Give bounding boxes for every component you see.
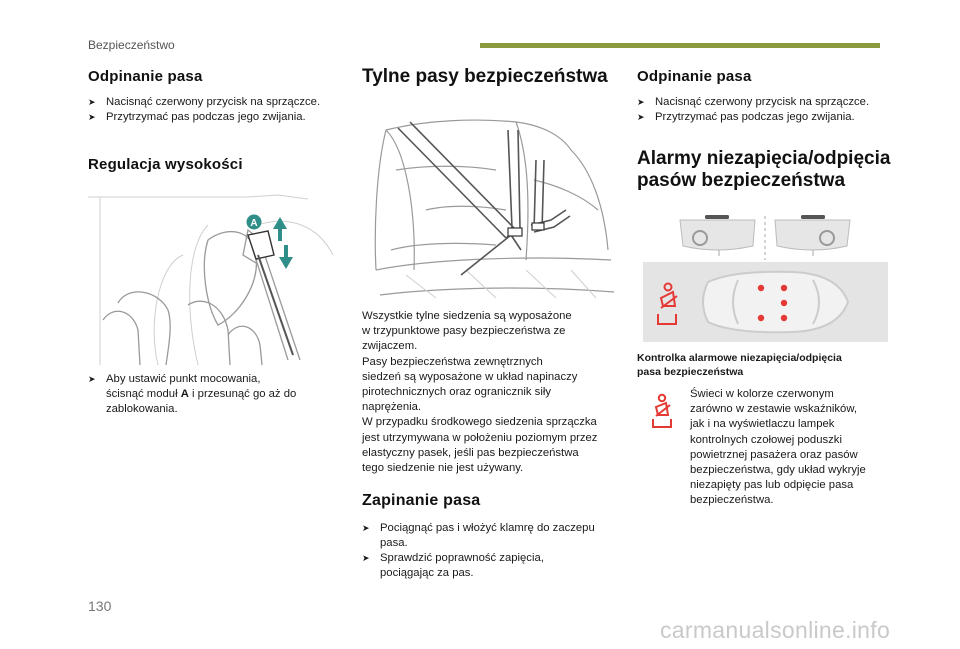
car-top-view-icon bbox=[702, 270, 850, 334]
right-dashboard-icon bbox=[774, 215, 851, 256]
seat-indicator-dots bbox=[757, 284, 788, 322]
section-title: Bezpieczeństwo bbox=[88, 38, 175, 52]
seatbelt-warning-icon bbox=[657, 282, 678, 325]
unbuckle-title-right: Odpinanie pasa bbox=[637, 68, 752, 85]
height-adjust-title: Regulacja wysokości bbox=[88, 156, 243, 173]
module-a-marker-icon bbox=[246, 214, 262, 230]
rear-belts-description: Wszystkie tylne siedzenia są wyposażone … bbox=[362, 310, 598, 475]
list-item: ➤Nacisnąć czerwony przycisk na sprzączce… bbox=[637, 96, 870, 108]
rear-seat-illustration bbox=[366, 110, 616, 300]
alarm-title: Alarmy niezapięcia/odpięcia pasów bezpie… bbox=[637, 148, 891, 191]
list-item: ➤Przytrzymać pas podczas jego zwijania. bbox=[637, 111, 855, 123]
arrow-bullet-icon: ➤ bbox=[88, 374, 96, 384]
list-item: ➤Pociągnąć pas i włożyć klamrę do zaczep… bbox=[362, 522, 595, 549]
warning-lamp-caption: Kontrolka alarmowe niezapięcia/odpięcia … bbox=[637, 352, 842, 378]
list-item: ➤Sprawdzić poprawność zapięcia,pociągają… bbox=[362, 552, 544, 579]
dashboard-diagrams bbox=[675, 212, 855, 262]
arrow-bullet-icon: ➤ bbox=[637, 97, 645, 107]
list-item: ➤Nacisnąć czerwony przycisk na sprzączce… bbox=[88, 96, 321, 108]
buckle-title: Zapinanie pasa bbox=[362, 492, 481, 509]
height-adjust-steps: ➤ Aby ustawić punkt mocowania, ścisnąć m… bbox=[88, 372, 348, 417]
arrow-bullet-icon: ➤ bbox=[88, 112, 96, 122]
seatbelt-warning-icon bbox=[648, 393, 680, 429]
svg-text:A: A bbox=[250, 218, 257, 229]
warning-lamp-description: Świeci w kolorze czerwonym zarówno w zes… bbox=[690, 388, 866, 507]
rear-belts-title: Tylne pasy bezpieczeństwa bbox=[362, 66, 608, 87]
list-item: ➤Przytrzymać pas podczas jego zwijania. bbox=[88, 111, 306, 123]
watermark: carmanualsonline.info bbox=[660, 617, 891, 643]
unbuckle-steps: ➤Nacisnąć czerwony przycisk na sprzączce… bbox=[88, 95, 348, 125]
arrow-bullet-icon: ➤ bbox=[362, 553, 370, 563]
arrow-bullet-icon: ➤ bbox=[88, 97, 96, 107]
left-dashboard-icon bbox=[679, 215, 756, 256]
arrow-bullet-icon: ➤ bbox=[362, 523, 370, 533]
page-number: 130 bbox=[88, 598, 112, 614]
unbuckle-steps-right: ➤Nacisnąć czerwony przycisk na sprzączce… bbox=[637, 95, 899, 125]
arrow-bullet-icon: ➤ bbox=[637, 112, 645, 122]
height-adjust-illustration: A bbox=[88, 185, 340, 366]
unbuckle-title: Odpinanie pasa bbox=[88, 68, 203, 85]
seat-status-panel bbox=[643, 262, 888, 342]
header-accent-bar bbox=[480, 43, 880, 48]
list-item: ➤ Aby ustawić punkt mocowania, ścisnąć m… bbox=[88, 373, 297, 415]
buckle-steps: ➤Pociągnąć pas i włożyć klamrę do zaczep… bbox=[362, 521, 627, 581]
